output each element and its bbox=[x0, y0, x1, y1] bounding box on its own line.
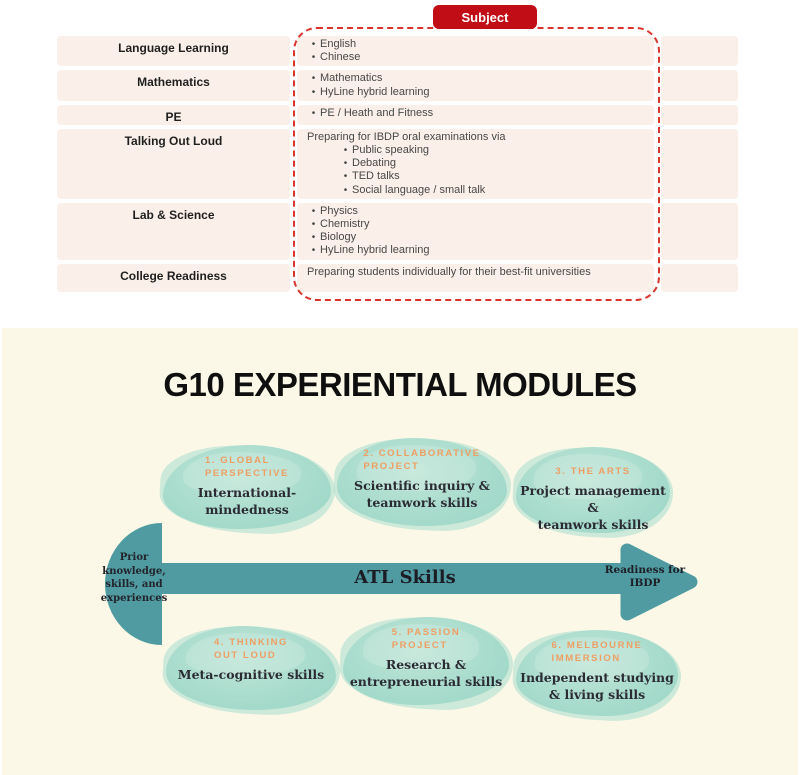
module-skill-text: International- mindedness bbox=[197, 485, 297, 517]
content-line: • Debating bbox=[307, 157, 648, 170]
content-line: • Chemistry bbox=[307, 218, 648, 231]
bullet-icon: • bbox=[343, 145, 348, 157]
bullet-icon: • bbox=[311, 245, 316, 257]
content-text: Debating bbox=[352, 157, 397, 170]
module-blob-melbourne-immersion: 6. MELBOURNE IMMERSION Independent study… bbox=[516, 630, 678, 716]
row-content: Preparing students individually for thei… bbox=[297, 263, 654, 292]
content-text: TED talks bbox=[352, 170, 400, 183]
row-label: Lab & Science bbox=[57, 202, 290, 260]
table-row: Mathematics • Mathematics • HyLine hybrid le… bbox=[57, 70, 738, 101]
content-line: • HyLine hybrid learning bbox=[307, 86, 648, 99]
subject-header-badge: Subject bbox=[433, 5, 537, 29]
module-blob-passion-project: 5. PASSION PROJECT Research & entreprene… bbox=[343, 617, 509, 705]
content-line: • Chinese bbox=[307, 51, 648, 64]
module-skill-text: Research & entrepreneurial skills bbox=[349, 657, 503, 689]
content-line: • Social language / small talk bbox=[307, 184, 648, 197]
content-text: Mathematics bbox=[320, 72, 383, 85]
module-number-label: 3. THE ARTS bbox=[555, 466, 631, 477]
bullet-icon: • bbox=[311, 205, 316, 217]
bullet-icon: • bbox=[311, 219, 316, 231]
row-label: Mathematics bbox=[57, 70, 290, 101]
arrow-left-label: Prior knowledge, skills, and experiences bbox=[100, 552, 168, 604]
content-line: • HyLine hybrid learning bbox=[307, 244, 648, 257]
table-row: Language Learning • English • Chinese bbox=[57, 36, 738, 67]
content-text: Chinese bbox=[320, 51, 361, 64]
row-label: Language Learning bbox=[57, 36, 290, 67]
watercolor-blob-shape bbox=[516, 447, 670, 533]
content-text: HyLine hybrid learning bbox=[320, 85, 430, 98]
bullet-icon: • bbox=[343, 171, 348, 183]
content-line: • Public speaking bbox=[307, 144, 648, 157]
diagram-title: G10 EXPERIENTIAL MODULES bbox=[163, 366, 637, 403]
row-spacer-cell bbox=[661, 128, 738, 199]
bullet-icon: • bbox=[311, 73, 316, 85]
row-spacer-cell bbox=[661, 263, 738, 292]
bullet-icon: • bbox=[311, 232, 316, 244]
row-spacer-cell bbox=[661, 104, 738, 125]
bullet-icon: • bbox=[343, 158, 348, 170]
content-line: • English bbox=[307, 38, 648, 51]
module-blob-thinking-out-loud: 4. THINKING OUT LOUD Meta-cognitive skil… bbox=[166, 626, 336, 710]
content-text: Preparing students individually for thei… bbox=[307, 265, 591, 278]
content-text: Chemistry bbox=[320, 218, 370, 231]
row-label: Talking Out Loud bbox=[57, 128, 290, 199]
content-line: • Biology bbox=[307, 231, 648, 244]
content-line: Preparing students individually for thei… bbox=[307, 266, 648, 279]
content-text: HyLine hybrid learning bbox=[320, 244, 430, 257]
arrow-head-icon bbox=[620, 543, 698, 621]
module-number-label: 4. THINKING OUT LOUD bbox=[213, 637, 289, 661]
module-skill-text: Independent studying & living skills bbox=[520, 670, 674, 702]
module-skill-text: Scientific inquiry & teamwork skills bbox=[354, 478, 490, 510]
content-text: Public speaking bbox=[352, 144, 430, 157]
table-row: College Readiness Preparing students indi… bbox=[57, 263, 738, 292]
arrow-right-label: Readiness for IBDP bbox=[604, 564, 686, 589]
row-content: • Physics • Chemistry • Biology • HyLine hybrid… bbox=[297, 202, 654, 260]
content-text: Social language / small talk bbox=[352, 183, 486, 196]
module-number-label: 2. COLLABORATIVE PROJECT bbox=[363, 448, 481, 472]
content-text: Preparing for IBDP oral examinations via bbox=[307, 130, 506, 143]
row-spacer-cell bbox=[661, 70, 738, 101]
module-number-label: 6. MELBOURNE IMMERSION bbox=[551, 640, 643, 664]
row-spacer-cell bbox=[661, 36, 738, 67]
content-text: English bbox=[320, 38, 357, 50]
content-line: • TED talks bbox=[307, 170, 648, 183]
content-line: • PE / Heath and Fitness bbox=[307, 107, 648, 120]
row-content: • PE / Heath and Fitness bbox=[297, 104, 654, 125]
row-content: Preparing for IBDP oral examinations via… bbox=[297, 128, 654, 199]
module-blob-global-perspective: 1. GLOBAL PERSPECTIVE International- min… bbox=[163, 445, 331, 529]
module-blob-the-arts: 3. THE ARTS Project management & teamwor… bbox=[516, 447, 670, 533]
module-skill-text: Meta-cognitive skills bbox=[177, 667, 325, 682]
row-content: • Mathematics • HyLine hybrid learning bbox=[297, 70, 654, 101]
row-content: • English • Chinese bbox=[297, 36, 654, 67]
content-line: • Mathematics bbox=[307, 72, 648, 85]
module-number-label: 5. PASSION PROJECT bbox=[391, 627, 461, 651]
row-label: PE bbox=[57, 104, 290, 125]
content-text: Physics bbox=[320, 204, 358, 217]
arrow-shaft bbox=[160, 563, 626, 594]
content-text: PE / Heath and Fitness bbox=[320, 106, 434, 119]
row-spacer-cell bbox=[661, 202, 738, 260]
bullet-icon: • bbox=[311, 39, 316, 50]
module-number-label: 1. GLOBAL PERSPECTIVE bbox=[204, 455, 290, 479]
content-text: Biology bbox=[320, 231, 357, 244]
table-row: PE • PE / Heath and Fitness bbox=[57, 104, 738, 125]
module-skill-text: Project management & teamwork skills bbox=[520, 483, 666, 532]
watercolor-blob-shape bbox=[166, 626, 336, 710]
bullet-icon: • bbox=[311, 107, 316, 119]
content-line: Preparing for IBDP oral examinations via bbox=[307, 131, 648, 144]
arrow-center-label: ATL Skills bbox=[354, 567, 456, 588]
table-row: Lab & Science•Physics•Chemistry•Biology•… bbox=[57, 202, 738, 260]
watercolor-blob-shape bbox=[337, 438, 507, 526]
row-label: College Readiness bbox=[57, 263, 290, 292]
watercolor-blob-shape bbox=[163, 445, 331, 529]
watercolor-blob-shape bbox=[343, 617, 509, 705]
module-blob-collaborative-project: 2. COLLABORATIVE PROJECT Scientific inqu… bbox=[337, 438, 507, 526]
watercolor-blob-shape bbox=[516, 630, 678, 716]
content-line: • Physics bbox=[307, 205, 648, 218]
bullet-icon: • bbox=[343, 184, 348, 196]
bullet-icon: • bbox=[311, 52, 316, 64]
bullet-icon: • bbox=[311, 86, 316, 98]
